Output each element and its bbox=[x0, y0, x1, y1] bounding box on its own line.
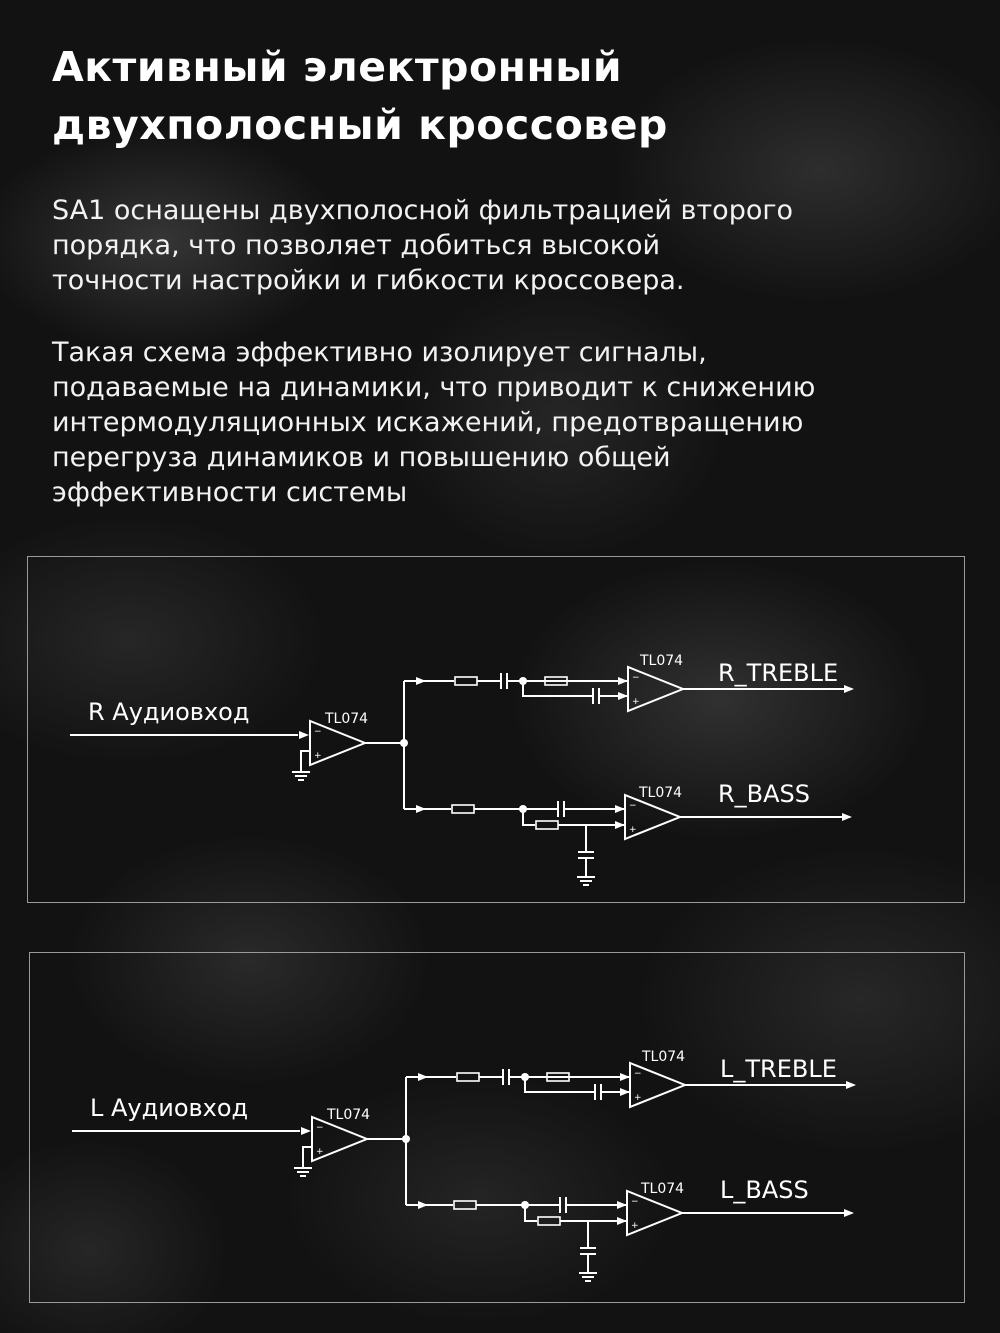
opamp-plus-sign: + bbox=[634, 1093, 642, 1103]
treble-opamp-label: TL074 bbox=[639, 653, 683, 669]
input-label: L Аудиовход bbox=[90, 1094, 248, 1122]
opamp-minus-sign: − bbox=[316, 1123, 324, 1133]
paragraph-line: подаваемые на динамики, что приводит к с… bbox=[52, 372, 816, 403]
buffer-ground-wire bbox=[300, 750, 310, 772]
bass-wire bbox=[522, 809, 535, 826]
resistor-symbol bbox=[537, 1216, 561, 1226]
signal-arrow bbox=[618, 677, 628, 685]
buffer-opamp-label: TL074 bbox=[324, 711, 368, 727]
paragraph-line: точности настройки и гибкости кроссовера… bbox=[52, 265, 685, 296]
treble-feedback-wire bbox=[522, 681, 593, 697]
opamp-plus-sign: + bbox=[629, 825, 637, 835]
opamp-symbol bbox=[624, 793, 683, 841]
signal-arrow bbox=[618, 692, 628, 700]
resistor-symbol bbox=[546, 1072, 570, 1082]
opamp-plus-sign: + bbox=[314, 751, 322, 761]
page-title: Активный электронный двухполосный кроссо… bbox=[52, 38, 952, 154]
resistor-symbol bbox=[456, 1072, 480, 1082]
input-arrow bbox=[299, 731, 309, 739]
signal-arrow bbox=[620, 1073, 630, 1081]
page-title-line-1: Активный электронный bbox=[52, 43, 623, 91]
resistor-symbol bbox=[544, 676, 568, 686]
paragraph-line: интермодуляционных искажений, предотвращ… bbox=[52, 407, 804, 438]
resistor-symbol bbox=[454, 676, 478, 686]
signal-arrow bbox=[416, 677, 426, 685]
opamp-minus-sign: − bbox=[314, 727, 322, 737]
input-label: R Аудиовход bbox=[88, 698, 249, 726]
bass-opamp-label: TL074 bbox=[638, 785, 682, 801]
bass-output-label: L_BASS bbox=[720, 1176, 809, 1204]
paragraph-line: Такая схема эффективно изолирует сигналы… bbox=[52, 337, 707, 368]
resistor-symbol bbox=[535, 820, 559, 830]
bass-output-arrow bbox=[842, 813, 852, 821]
treble-output-label: L_TREBLE bbox=[720, 1055, 837, 1083]
bass-wire bbox=[524, 1205, 537, 1222]
bass-output-label: R_BASS bbox=[718, 780, 810, 808]
treble-opamp-label: TL074 bbox=[641, 1049, 685, 1065]
signal-arrow bbox=[416, 805, 426, 813]
paragraph-line: порядка, что позволяет добиться высокой bbox=[52, 230, 661, 261]
buffer-ground-wire bbox=[302, 1146, 312, 1168]
signal-arrow bbox=[418, 1201, 428, 1209]
bass-opamp-label: TL074 bbox=[640, 1181, 684, 1197]
input-arrow bbox=[301, 1127, 311, 1135]
opamp-plus-sign: + bbox=[632, 697, 640, 707]
opamp-minus-sign: − bbox=[629, 801, 637, 811]
paragraph-line: SA1 оснащены двухполосной фильтрацией вт… bbox=[52, 195, 794, 226]
opamp-symbol bbox=[627, 665, 686, 713]
treble-output-arrow bbox=[844, 685, 854, 693]
opamp-symbol bbox=[311, 1115, 370, 1163]
paragraph-line: перегруза динамиков и повышению общей bbox=[52, 442, 671, 473]
treble-feedback-wire bbox=[524, 1077, 595, 1093]
signal-arrow bbox=[615, 821, 625, 829]
bass-output-arrow bbox=[844, 1209, 854, 1217]
paragraph-line: эффективности системы bbox=[52, 477, 408, 508]
opamp-minus-sign: − bbox=[632, 673, 640, 683]
page-title-line-2: двухполосный кроссовер bbox=[52, 101, 668, 149]
resistor-symbol bbox=[453, 1200, 477, 1210]
opamp-plus-sign: + bbox=[316, 1147, 324, 1157]
opamp-plus-sign: + bbox=[631, 1221, 639, 1231]
treble-output-label: R_TREBLE bbox=[718, 659, 838, 687]
signal-arrow bbox=[620, 1088, 630, 1096]
signal-arrow bbox=[615, 805, 625, 813]
signal-arrow bbox=[617, 1201, 627, 1209]
opamp-minus-sign: − bbox=[631, 1197, 639, 1207]
buffer-opamp-label: TL074 bbox=[326, 1107, 370, 1123]
opamp-minus-sign: − bbox=[634, 1069, 642, 1079]
treble-output-arrow bbox=[846, 1081, 856, 1089]
resistor-symbol bbox=[451, 804, 475, 814]
paragraph-isolation: Такая схема эффективно изолирует сигналы… bbox=[52, 335, 962, 510]
signal-arrow bbox=[617, 1217, 627, 1225]
opamp-symbol bbox=[626, 1189, 685, 1237]
opamp-symbol bbox=[309, 719, 368, 767]
opamp-symbol bbox=[629, 1061, 688, 1109]
signal-arrow bbox=[418, 1073, 428, 1081]
paragraph-filter-order: SA1 оснащены двухполосной фильтрацией вт… bbox=[52, 193, 962, 298]
